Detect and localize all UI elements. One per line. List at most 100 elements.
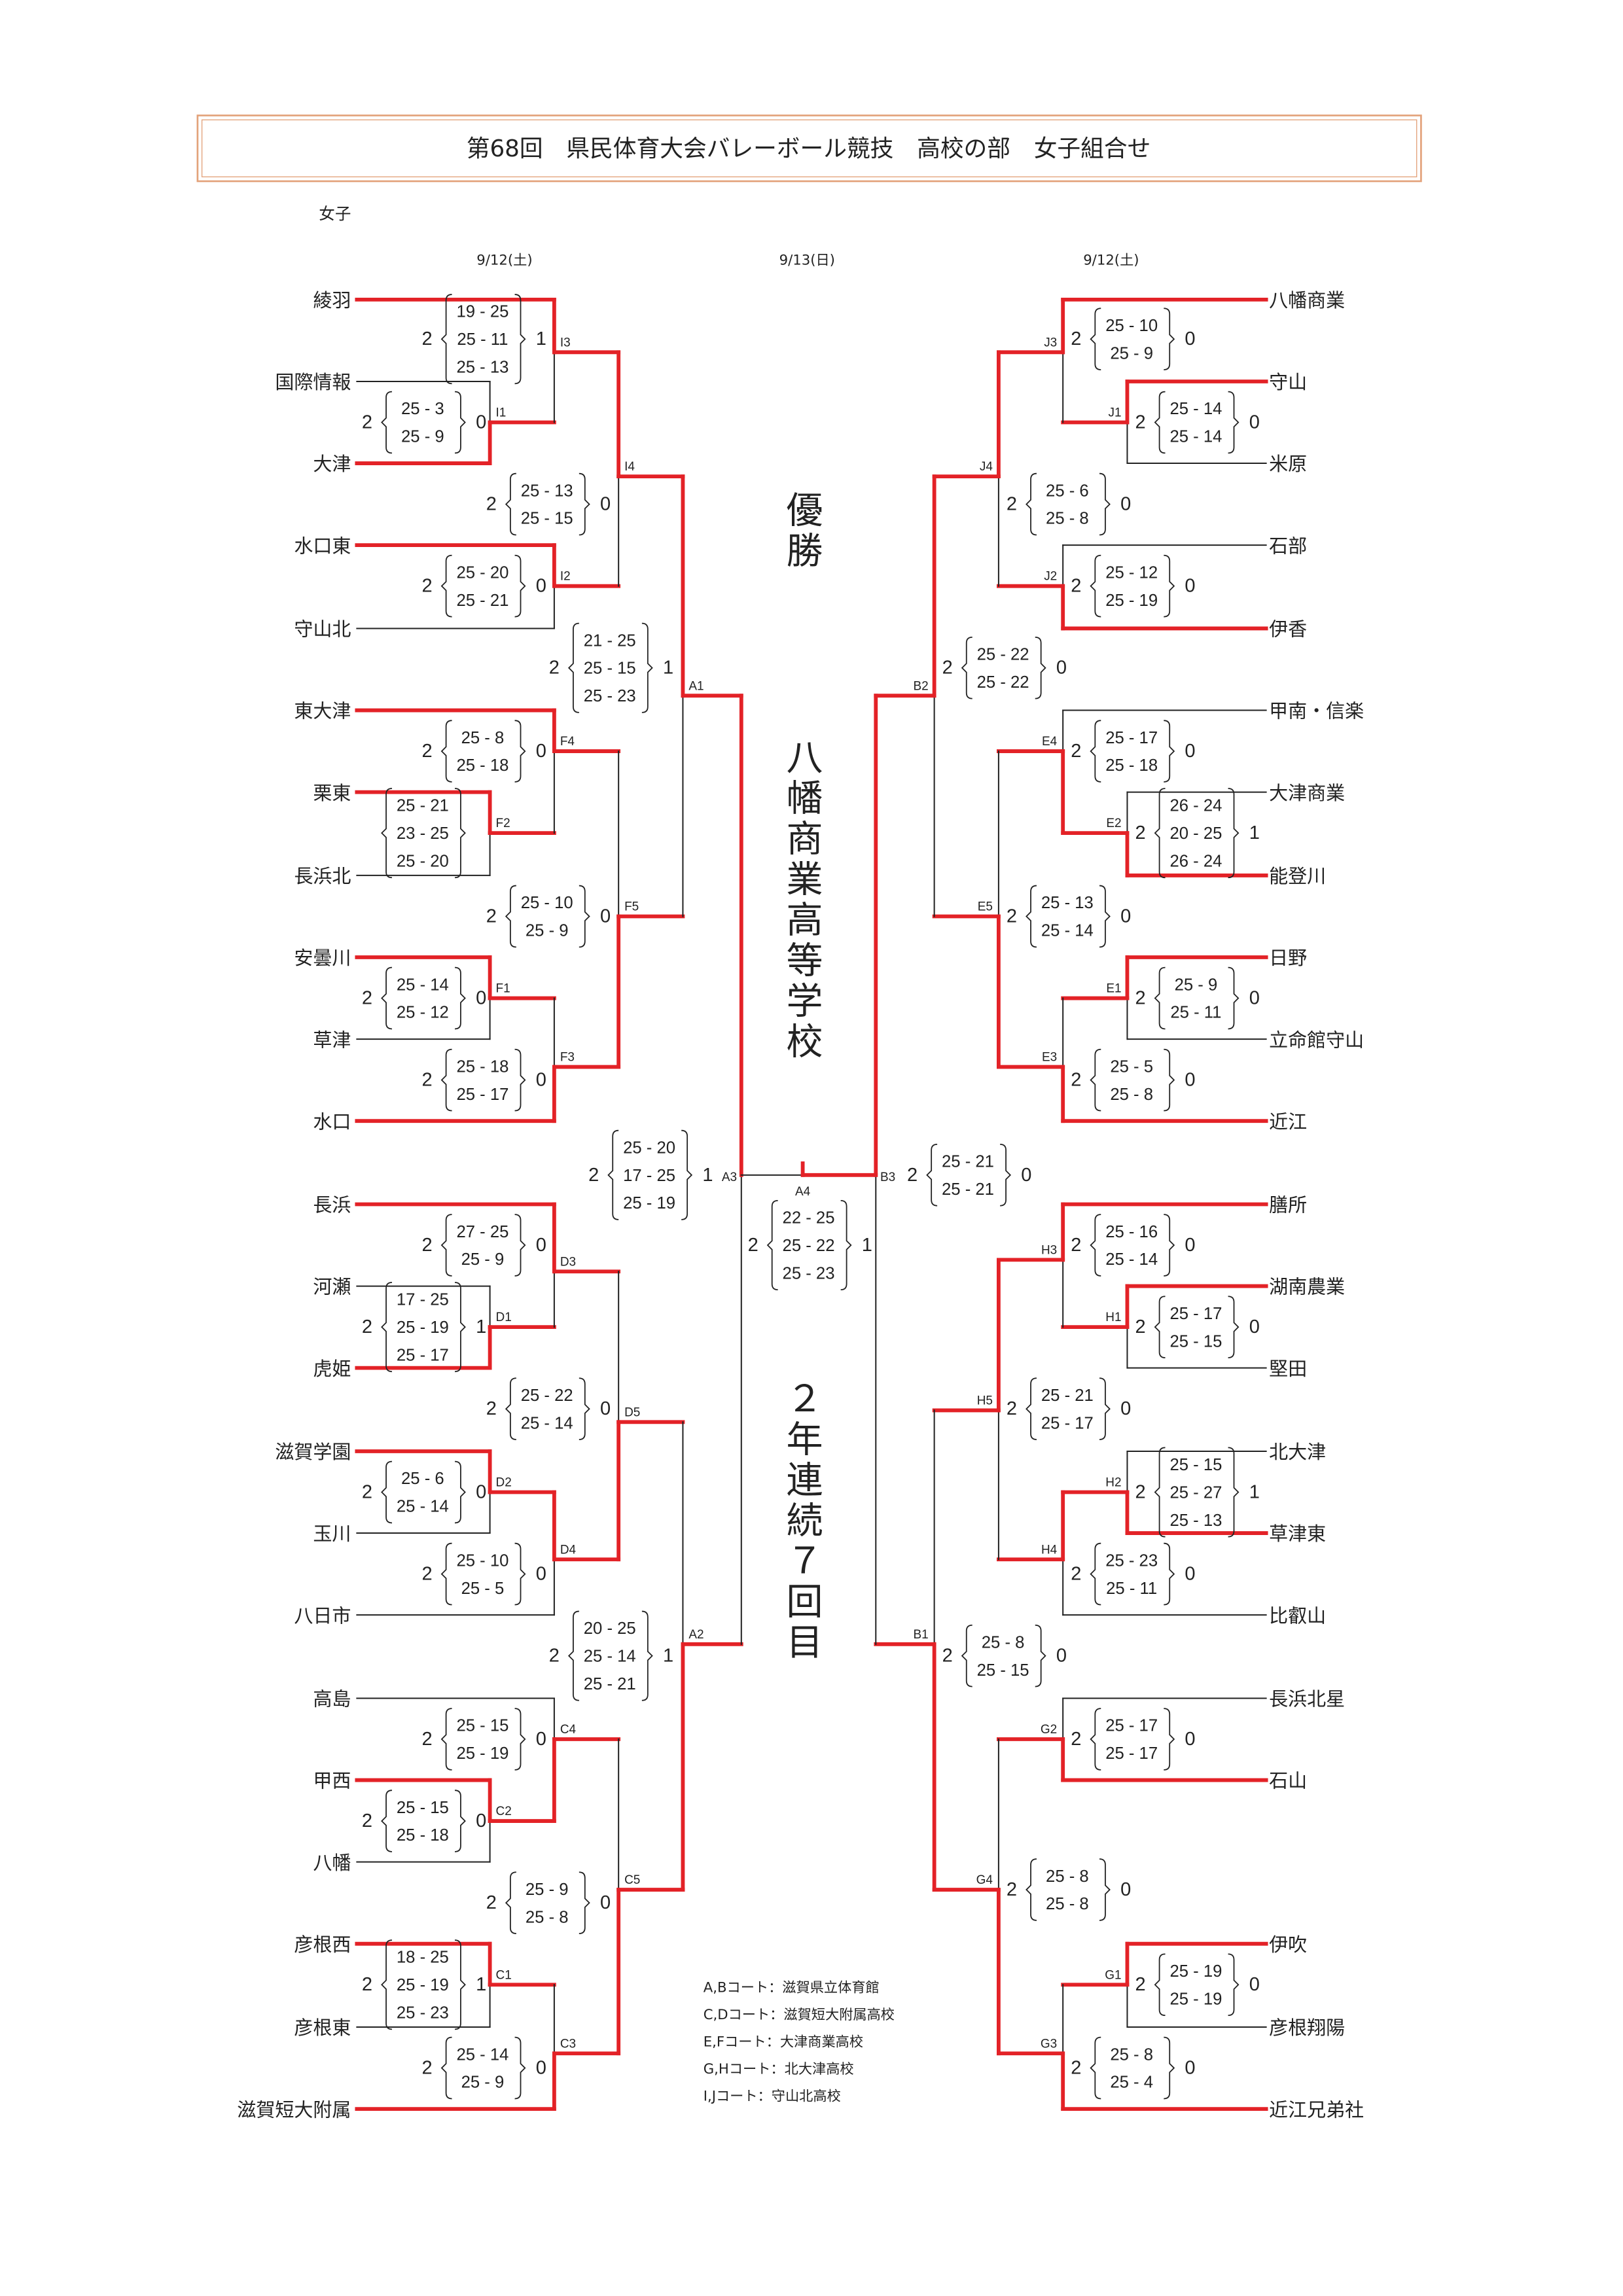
match-label: C4 — [560, 1723, 576, 1737]
set-score: 25 - 22 — [521, 1386, 573, 1405]
set-score: 25 - 13 — [1041, 894, 1094, 912]
set-score: 25 - 10 — [521, 894, 573, 912]
match-label: H1 — [1105, 1311, 1121, 1324]
match-label: A3 — [722, 1171, 737, 1184]
set-score: 20 - 25 — [584, 1619, 636, 1638]
left-brace — [505, 1871, 516, 1934]
left-brace — [1090, 308, 1101, 370]
right-brace — [1099, 885, 1111, 948]
left-brace — [961, 1624, 972, 1687]
set-score: 20 - 25 — [1169, 824, 1222, 843]
left-brace — [1090, 1214, 1101, 1277]
right-brace — [1000, 1144, 1012, 1207]
sets-won: 2 — [1007, 1398, 1017, 1419]
right-brace — [514, 1542, 526, 1606]
right-brace — [1164, 1542, 1175, 1606]
match-label: I2 — [560, 570, 571, 584]
sets-won: 2 — [362, 412, 372, 433]
right-brace — [1228, 966, 1240, 1030]
sets-won: 2 — [1007, 906, 1017, 927]
set-score: 25 - 13 — [521, 482, 573, 500]
left-brace — [440, 294, 452, 385]
sets-lost: 0 — [536, 1070, 546, 1091]
match-label: D5 — [624, 1405, 640, 1419]
set-score: 25 - 9 — [526, 1881, 569, 1899]
left-brace — [381, 966, 392, 1030]
sets-lost: 0 — [1120, 906, 1131, 927]
sets-lost: 0 — [476, 987, 486, 1008]
match-label: B3 — [880, 1171, 895, 1184]
match-label: G1 — [1105, 1968, 1121, 1982]
sets-lost: 0 — [1185, 2057, 1195, 2078]
set-score: 25 - 23 — [584, 687, 636, 705]
court-legend-item: A,Bコート：滋賀県立体育館 — [704, 1979, 880, 1996]
left-brace — [381, 1460, 392, 1524]
team-name-right: 伊香 — [1269, 618, 1307, 641]
left-brace — [1154, 1447, 1166, 1538]
right-brace — [1035, 636, 1046, 699]
team-name-left: 八幡 — [313, 1852, 351, 1874]
set-score: 25 - 15 — [1169, 1332, 1222, 1351]
court-legend-item: I,Jコート：守山北高校 — [704, 2089, 841, 2105]
right-brace — [454, 1460, 466, 1524]
team-name-left: 東大津 — [294, 700, 351, 722]
team-name-right: 能登川 — [1269, 865, 1326, 887]
sets-lost: 0 — [600, 1892, 611, 1913]
set-score: 25 - 23 — [783, 1264, 835, 1282]
set-score: 25 - 20 — [456, 563, 508, 582]
right-brace — [454, 788, 466, 879]
set-score: 25 - 14 — [521, 1414, 573, 1432]
match-label: A2 — [688, 1628, 704, 1642]
set-score: 25 - 11 — [457, 330, 508, 349]
sets-lost: 1 — [702, 1165, 713, 1186]
match-label: J2 — [1044, 570, 1057, 584]
match-label: I3 — [560, 336, 571, 349]
sets-lost: 1 — [663, 658, 673, 679]
right-brace — [1099, 1377, 1111, 1440]
left-brace — [1154, 1953, 1166, 2017]
set-score: 25 - 9 — [461, 2074, 505, 2092]
sets-lost: 0 — [1185, 1729, 1195, 1750]
match-label: C3 — [560, 2037, 576, 2051]
sets-won: 2 — [1135, 1316, 1145, 1337]
sets-won: 2 — [421, 2057, 432, 2078]
match-label: A4 — [795, 1185, 810, 1199]
match-label: J4 — [980, 460, 993, 474]
match-label: E4 — [1042, 735, 1057, 749]
team-name-left: 滋賀学園 — [275, 1441, 351, 1463]
set-score: 25 - 13 — [1169, 1511, 1222, 1530]
match-label: I1 — [496, 406, 507, 420]
sets-lost: 1 — [476, 1974, 486, 1995]
team-name-right: 膳所 — [1269, 1194, 1307, 1216]
sets-lost: 0 — [1120, 1879, 1131, 1900]
left-brace — [1026, 1377, 1037, 1440]
sets-won: 2 — [421, 741, 432, 762]
left-brace — [440, 2036, 452, 2100]
right-brace — [1164, 2036, 1175, 2100]
set-score: 25 - 10 — [456, 1551, 508, 1570]
team-name-left: 水口東 — [294, 535, 351, 557]
team-name-right: 米原 — [1269, 453, 1307, 475]
match-label: E5 — [978, 900, 993, 914]
match-label: D3 — [560, 1255, 576, 1269]
left-brace — [1090, 720, 1101, 783]
set-score: 25 - 17 — [1105, 1744, 1158, 1763]
sets-won: 2 — [549, 1646, 560, 1667]
match-label: E2 — [1106, 817, 1121, 830]
sets-lost: 0 — [1056, 1646, 1067, 1667]
right-brace — [1099, 472, 1111, 536]
set-score: 25 - 9 — [1110, 344, 1153, 362]
right-brace — [514, 554, 526, 618]
sets-won: 2 — [1071, 1070, 1081, 1091]
set-score: 25 - 4 — [1110, 2074, 1153, 2092]
left-brace — [381, 788, 392, 879]
team-name-right: 甲南・信楽 — [1269, 700, 1364, 722]
left-brace — [1154, 966, 1166, 1030]
left-brace — [505, 885, 516, 948]
sets-won: 2 — [1071, 576, 1081, 597]
sets-won: 2 — [1135, 1481, 1145, 1502]
set-score: 25 - 9 — [461, 1250, 505, 1269]
team-name-right: 守山 — [1269, 371, 1307, 393]
page-title: 第68回 県民体育大会バレーボール競技 高校の部 女子組合せ — [467, 135, 1151, 162]
left-brace — [505, 472, 516, 536]
